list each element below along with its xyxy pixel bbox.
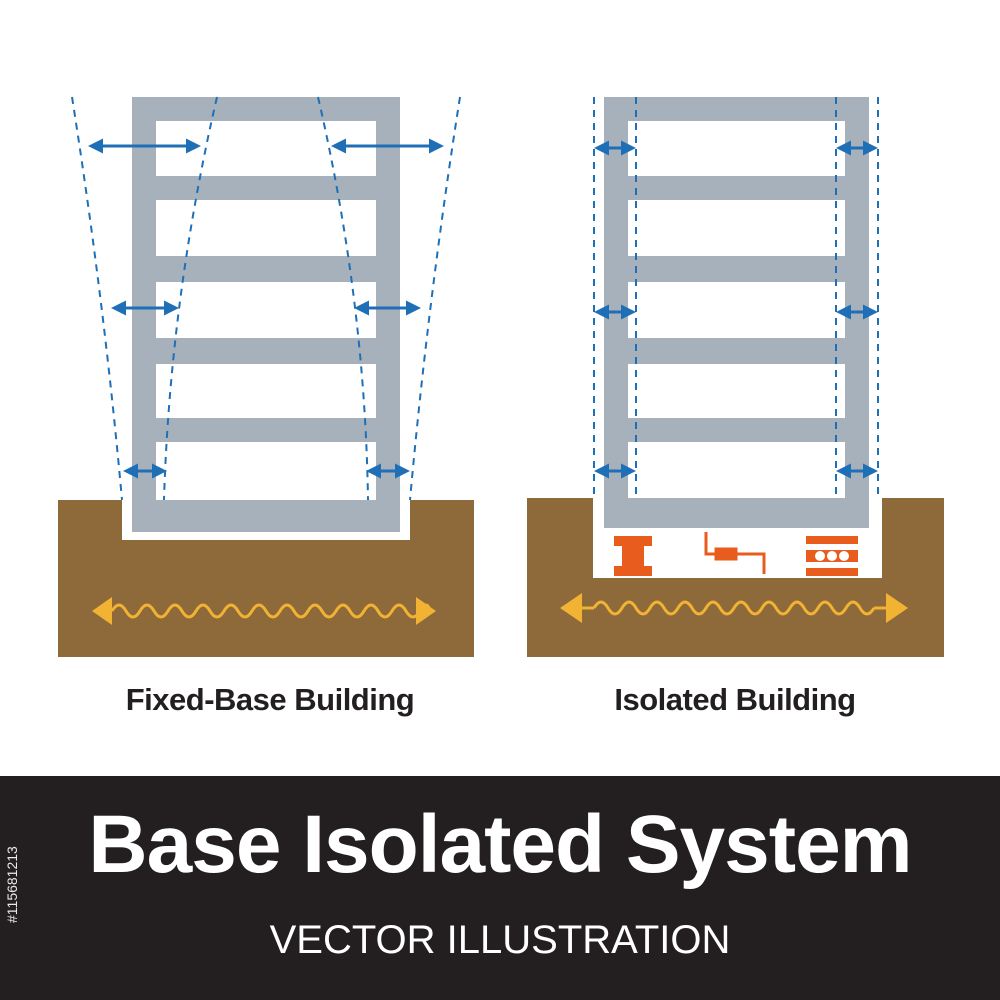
building-frame-left [132, 97, 400, 532]
wave-arrow-icon [560, 593, 908, 623]
isolated-building [527, 97, 944, 657]
sway-arrows-right [594, 140, 878, 479]
fixed-base-caption: Fixed-Base Building [125, 682, 415, 717]
banner-title: Base Isolated System [88, 799, 912, 890]
side-id-label: #115681213 [4, 846, 20, 924]
banner-subtitle: VECTOR ILLUSTRATION [269, 918, 731, 962]
wave-arrow-icon [92, 597, 436, 625]
ground-wave-left [110, 603, 432, 619]
fixed-base-building [58, 96, 474, 657]
building-frame-right [604, 97, 869, 528]
base-isolation-diagram [58, 96, 944, 657]
ground-wave-right [592, 600, 876, 616]
bearing-isolator-icon [614, 536, 652, 576]
damper-isolator-icon [704, 532, 766, 574]
title-banner: Base Isolated System VECTOR ILLUSTRATION [0, 776, 1000, 1000]
sway-lines-left [71, 96, 461, 501]
isolated-caption: Isolated Building [614, 682, 856, 717]
sway-lines-right [593, 97, 879, 498]
sway-arrows-left [88, 138, 444, 479]
roller-isolator-icon [806, 536, 858, 576]
